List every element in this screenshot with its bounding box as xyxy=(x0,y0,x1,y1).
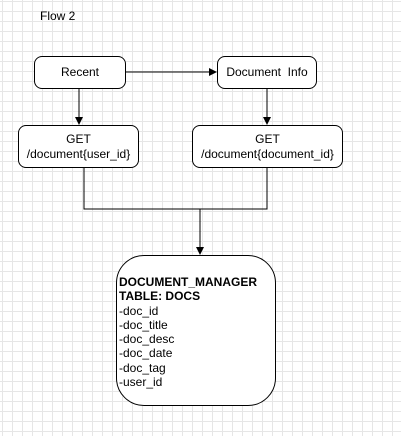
db-field: -doc_date xyxy=(119,346,173,361)
node-get-user[interactable]: GET /document{user_id} xyxy=(18,125,139,168)
node-recent[interactable]: Recent xyxy=(34,56,126,89)
edge-get-document-to-db xyxy=(200,168,268,210)
arrowhead-get-document xyxy=(263,117,271,125)
node-document-info[interactable]: Document Info xyxy=(217,56,317,89)
db-field: -doc_tag xyxy=(119,360,166,375)
db-field: -doc_desc xyxy=(119,332,175,347)
arrowhead-document-info xyxy=(209,68,217,76)
diagram-title: Flow 2 xyxy=(40,9,76,23)
edge-get-user-to-db xyxy=(83,168,200,210)
node-get-document-path: /document{document_id} xyxy=(201,146,334,161)
node-recent-label: Recent xyxy=(60,65,100,79)
node-document-manager-table[interactable]: DOCUMENT_MANAGER TABLE: DOCS -doc_id -do… xyxy=(116,255,276,406)
db-field: -doc_id xyxy=(119,303,159,318)
node-get-document-method: GET xyxy=(255,131,280,146)
arrowhead-get-user xyxy=(75,117,83,125)
node-get-user-path: /document{user_id} xyxy=(26,146,131,161)
db-field: -doc_title xyxy=(119,317,168,332)
db-field: -user_id xyxy=(119,375,163,390)
db-heading-manager: DOCUMENT_MANAGER xyxy=(119,275,257,289)
node-get-user-method: GET xyxy=(66,131,91,146)
node-get-document[interactable]: GET /document{document_id} xyxy=(192,125,343,168)
arrowhead-db xyxy=(196,247,204,255)
node-document-info-label: Document Info xyxy=(226,65,308,79)
db-heading-table: TABLE: DOCS xyxy=(119,289,201,304)
